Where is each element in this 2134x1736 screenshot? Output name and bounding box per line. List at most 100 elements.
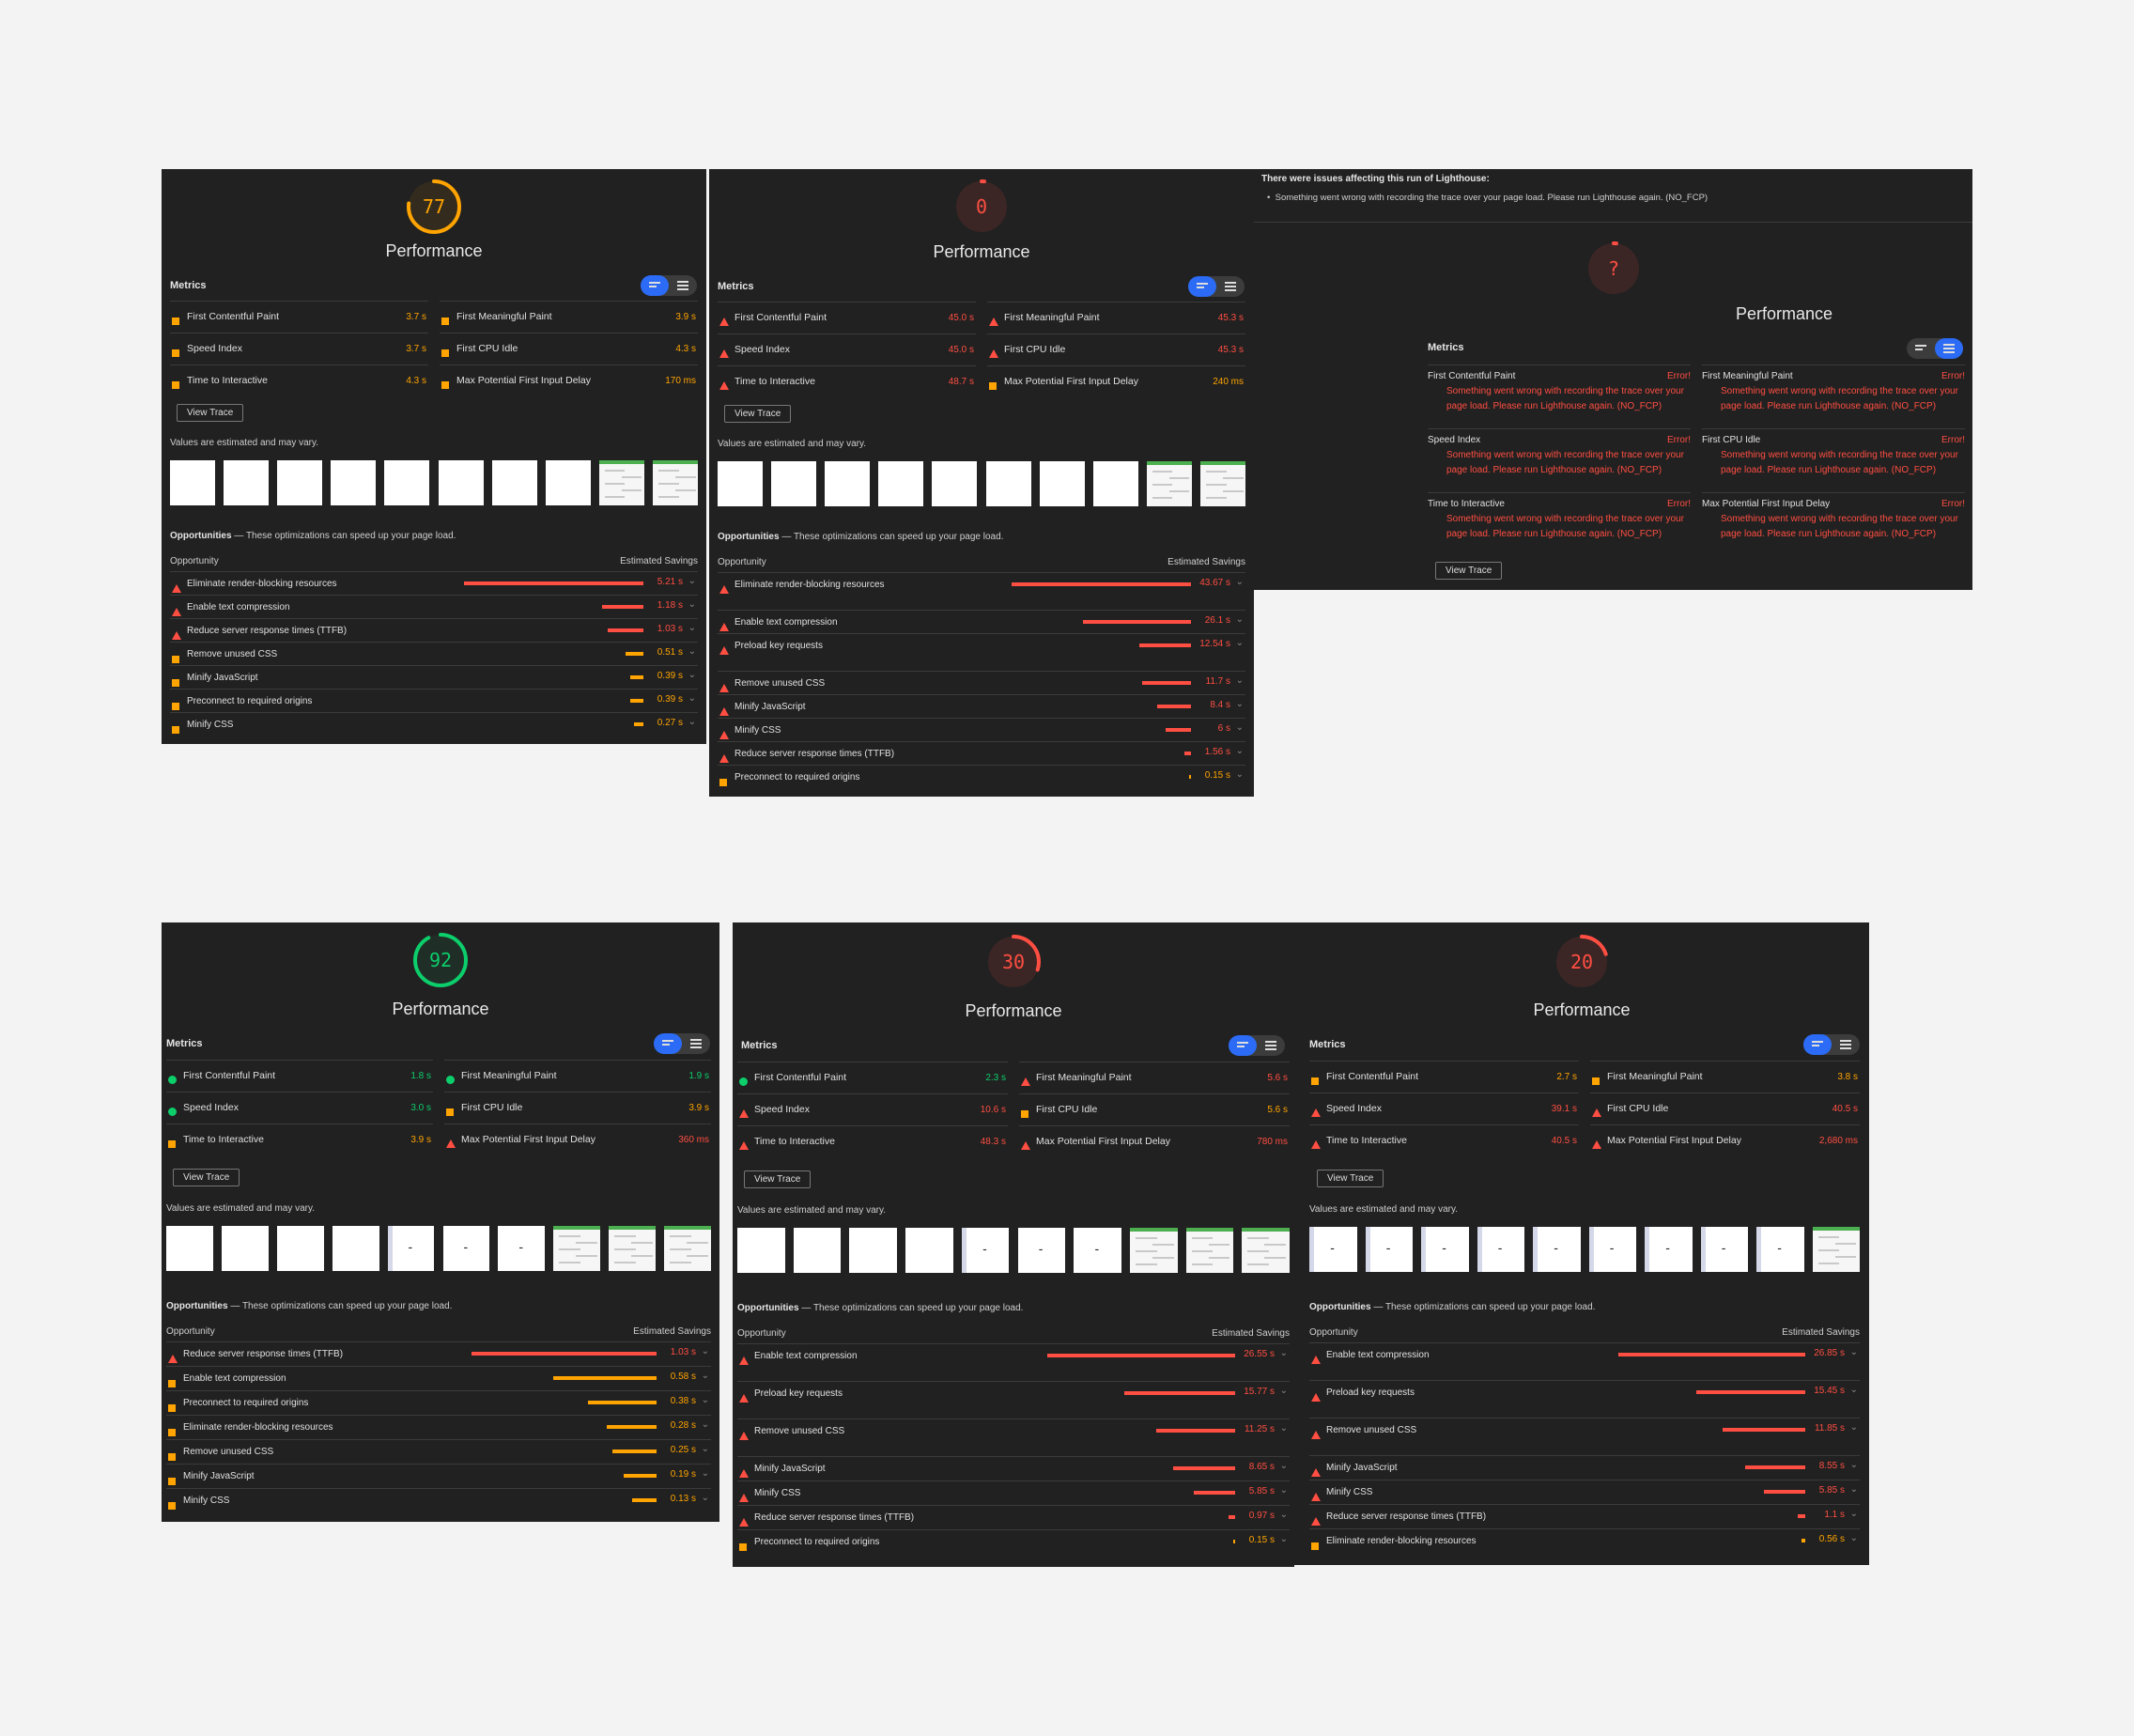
view-trace-button[interactable]: View Trace: [724, 405, 792, 423]
view-trace-button[interactable]: View Trace: [177, 404, 244, 422]
expand-chevron-icon[interactable]: ⌄: [1235, 699, 1244, 709]
expand-chevron-icon[interactable]: ⌄: [1235, 769, 1244, 780]
view-trace-button[interactable]: View Trace: [1317, 1170, 1384, 1187]
expand-chevron-icon[interactable]: ⌄: [701, 1493, 709, 1503]
expand-chevron-icon[interactable]: ⌄: [1235, 614, 1244, 625]
expanded-view-icon[interactable]: [669, 275, 697, 296]
expand-chevron-icon[interactable]: ⌄: [688, 599, 696, 610]
expand-chevron-icon[interactable]: ⌄: [688, 576, 696, 586]
expand-chevron-icon[interactable]: ⌄: [1235, 722, 1244, 733]
expand-chevron-icon[interactable]: ⌄: [701, 1419, 709, 1430]
opportunity-row[interactable]: Reduce server response times (TTFB)0.97 …: [737, 1505, 1290, 1529]
compact-view-icon[interactable]: [1803, 1034, 1832, 1055]
metrics-view-toggle[interactable]: [1803, 1034, 1860, 1055]
expand-chevron-icon[interactable]: ⌄: [1849, 1347, 1858, 1357]
expand-chevron-icon[interactable]: ⌄: [701, 1468, 709, 1479]
metrics-heading: Metrics: [1309, 1039, 1346, 1050]
expand-chevron-icon[interactable]: ⌄: [1849, 1422, 1858, 1433]
compact-view-icon[interactable]: [1907, 338, 1935, 359]
expand-chevron-icon[interactable]: ⌄: [1279, 1423, 1288, 1434]
expand-chevron-icon[interactable]: ⌄: [1279, 1485, 1288, 1496]
expand-chevron-icon[interactable]: ⌄: [1235, 746, 1244, 756]
expand-chevron-icon[interactable]: ⌄: [1849, 1484, 1858, 1495]
expand-chevron-icon[interactable]: ⌄: [1849, 1460, 1858, 1470]
expanded-view-icon[interactable]: [1832, 1034, 1860, 1055]
expand-chevron-icon[interactable]: ⌄: [1279, 1461, 1288, 1471]
opportunity-row[interactable]: Reduce server response times (TTFB)1.03 …: [170, 618, 698, 642]
expand-chevron-icon[interactable]: ⌄: [1279, 1386, 1288, 1396]
view-trace-button[interactable]: View Trace: [1435, 562, 1503, 580]
metric-label: First CPU Idle: [1004, 344, 1066, 355]
expand-chevron-icon[interactable]: ⌄: [1849, 1509, 1858, 1519]
expand-chevron-icon[interactable]: ⌄: [1279, 1534, 1288, 1544]
expand-chevron-icon[interactable]: ⌄: [701, 1371, 709, 1381]
expand-chevron-icon[interactable]: ⌄: [688, 646, 696, 657]
expand-chevron-icon[interactable]: ⌄: [688, 623, 696, 633]
metrics-view-toggle[interactable]: [1907, 338, 1963, 359]
expanded-view-icon[interactable]: [682, 1033, 710, 1054]
opportunity-row[interactable]: Reduce server response times (TTFB)1.03 …: [166, 1341, 711, 1366]
compact-view-icon[interactable]: [1229, 1035, 1257, 1056]
expand-chevron-icon[interactable]: ⌄: [1849, 1533, 1858, 1543]
view-trace-button[interactable]: View Trace: [173, 1169, 240, 1186]
expand-chevron-icon[interactable]: ⌄: [701, 1346, 709, 1356]
expand-chevron-icon[interactable]: ⌄: [1279, 1510, 1288, 1520]
opportunity-status: [1311, 1389, 1321, 1406]
compact-view-icon[interactable]: [641, 275, 669, 296]
expanded-view-icon[interactable]: [1935, 338, 1963, 359]
expand-chevron-icon[interactable]: ⌄: [688, 717, 696, 727]
compact-view-icon[interactable]: [1188, 276, 1216, 297]
metrics-view-toggle[interactable]: [654, 1033, 710, 1054]
expanded-view-icon[interactable]: [1216, 276, 1245, 297]
opportunity-row[interactable]: Reduce server response times (TTFB)1.1 s…: [1309, 1504, 1860, 1528]
expand-chevron-icon[interactable]: ⌄: [688, 693, 696, 704]
expand-chevron-icon[interactable]: ⌄: [701, 1395, 709, 1405]
opportunity-row[interactable]: Reduce server response times (TTFB)1.56 …: [718, 741, 1245, 765]
expand-chevron-icon[interactable]: ⌄: [1235, 675, 1244, 686]
compact-view-icon[interactable]: [654, 1033, 682, 1054]
frame-content-line: [1817, 1249, 1840, 1251]
expanded-view-icon[interactable]: [1257, 1035, 1285, 1056]
expand-chevron-icon[interactable]: ⌄: [1235, 638, 1244, 648]
expand-chevron-icon[interactable]: ⌄: [701, 1444, 709, 1454]
metrics-view-toggle[interactable]: [1229, 1035, 1285, 1056]
expand-chevron-icon[interactable]: ⌄: [688, 670, 696, 680]
view-trace-button[interactable]: View Trace: [744, 1170, 812, 1188]
expand-chevron-icon[interactable]: ⌄: [1235, 577, 1244, 587]
expand-chevron-icon[interactable]: ⌄: [1279, 1348, 1288, 1358]
expand-chevron-icon[interactable]: ⌄: [1849, 1385, 1858, 1395]
metrics-view-toggle[interactable]: [1188, 276, 1245, 297]
metrics-view-toggle[interactable]: [641, 275, 697, 296]
